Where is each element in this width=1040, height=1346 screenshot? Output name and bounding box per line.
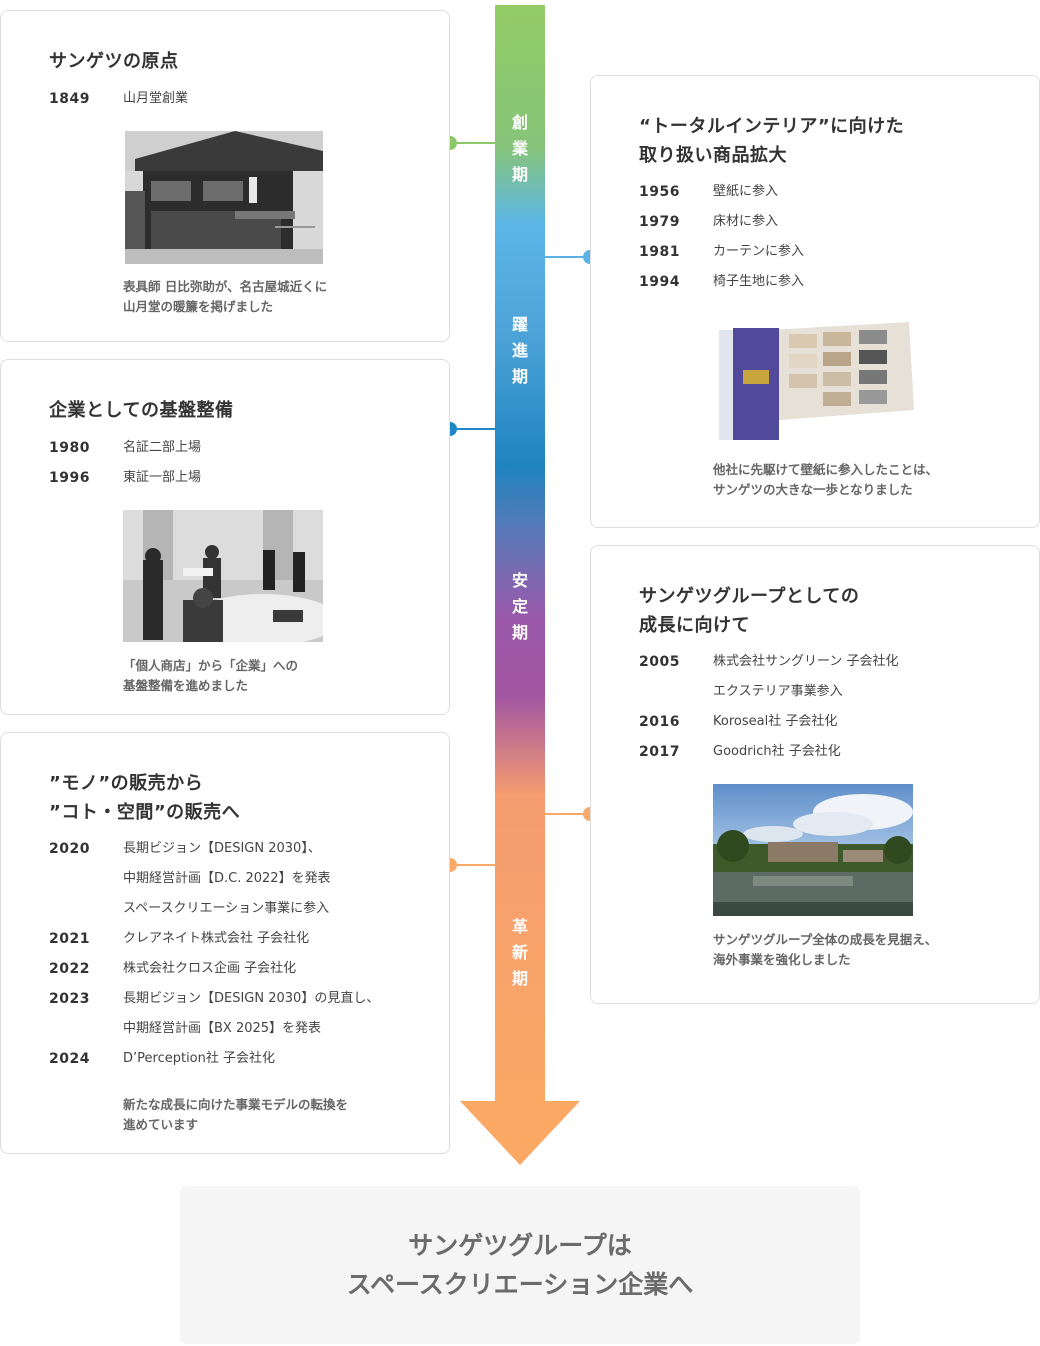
event-text: Goodrich社 子会社化 (713, 744, 841, 759)
conclusion-box: サンゲツグループは スペースクリエーション企業へ (180, 1186, 860, 1344)
event-text: 株式会社サングリーン 子会社化 (713, 654, 899, 669)
event-text: 山月堂創業 (123, 91, 189, 106)
card-caption: 新たな成長に向けた事業モデルの転換を 進めています (123, 1097, 349, 1132)
conclusion-text: サンゲツグループは スペースクリエーション企業へ (346, 1231, 694, 1299)
connector-origin (450, 142, 496, 144)
event-year: 2017 (639, 744, 680, 760)
card-title: ”モノ”の販売から ”コト・空間”の販売へ (49, 773, 241, 823)
event-text: 長期ビジョン【DESIGN 2030】、 (123, 841, 321, 856)
event-year: 1980 (49, 440, 90, 456)
card-caption: 表具師 日比弥助が、名古屋城近くに 山月堂の暖簾を掲げました (123, 279, 328, 314)
event-text: D’Perception社 子会社化 (123, 1051, 276, 1066)
event-text: 椅子生地に参入 (713, 274, 805, 289)
event-text: スペースクリエーション事業に参入 (123, 901, 330, 916)
event-text: 中期経営計画【BX 2025】を発表 (123, 1021, 322, 1036)
connector-space (450, 864, 496, 866)
card-origin: サンゲツの原点 1849 山月堂創業 表具師 日比弥助が、名古屋城近くに 山月堂… (0, 10, 450, 342)
period-label-innovation: 革新期 (511, 917, 528, 988)
event-text: エクステリア事業参入 (713, 684, 843, 699)
event-text: 名証二部上場 (123, 440, 202, 455)
listing-ceremony-photo (123, 510, 323, 642)
timeline-arrowhead (460, 1101, 580, 1165)
card-title: サンゲツの原点 (49, 51, 179, 72)
event-text: 壁紙に参入 (713, 184, 779, 199)
event-text: 中期経営計画【D.C. 2022】を発表 (123, 871, 331, 886)
wallpaper-sample-book-photo (719, 320, 917, 442)
event-text: カーテンに参入 (713, 244, 805, 259)
period-label-stability: 安定期 (511, 571, 528, 642)
card-title: “トータルインテリア”に向けた 取り扱い商品拡大 (639, 116, 905, 166)
event-text: 長期ビジョン【DESIGN 2030】の見直し、 (123, 991, 380, 1006)
event-year: 2021 (49, 931, 90, 947)
event-text: 床材に参入 (713, 214, 779, 229)
event-year: 2020 (49, 841, 90, 857)
card-caption: サンゲツグループ全体の成長を見据え、 海外事業を強化しました (713, 932, 938, 967)
connector-foundation (450, 428, 496, 430)
period-label-growth: 躍進期 (511, 315, 528, 386)
card-title: サンゲツグループとしての 成長に向けて (639, 586, 860, 636)
event-text: Koroseal社 子会社化 (713, 714, 838, 729)
card-caption: 「個人商店」から「企業」への 基盤整備を進めました (123, 658, 299, 693)
event-text: 株式会社クロス企画 子会社化 (123, 961, 297, 976)
event-year: 1979 (639, 214, 680, 230)
card-interior: “トータルインテリア”に向けた 取り扱い商品拡大 1956 壁紙に参入 1979… (590, 75, 1040, 528)
event-year: 2022 (49, 961, 90, 977)
event-year: 1981 (639, 244, 680, 260)
connector-interior (544, 256, 590, 258)
event-year: 2016 (639, 714, 680, 730)
event-year: 1996 (49, 470, 90, 486)
connector-group (544, 813, 590, 815)
timeline-bar (495, 5, 545, 1102)
event-year: 2024 (49, 1051, 90, 1067)
event-year: 1956 (639, 184, 680, 200)
event-year: 1849 (49, 91, 90, 107)
card-group: サンゲツグループとしての 成長に向けて 2005 株式会社サングリーン 子会社化… (590, 545, 1040, 1004)
card-foundation: 企業としての基盤整備 1980 名証二部上場 1996 東証一部上場 「個人商店… (0, 359, 450, 715)
card-space: ”モノ”の販売から ”コト・空間”の販売へ 2020 長期ビジョン【DESIGN… (0, 732, 450, 1154)
event-text: 東証一部上場 (123, 470, 202, 485)
old-shop-building-photo (125, 131, 323, 264)
period-label-founding: 創業期 (511, 113, 528, 184)
factory-by-lake-photo (713, 784, 913, 916)
card-caption: 他社に先駆けて壁紙に参入したことは、 サンゲツの大きな一歩となりました (713, 462, 939, 497)
card-title: 企業としての基盤整備 (49, 400, 234, 421)
event-year: 2005 (639, 654, 680, 670)
event-text: クレアネイト株式会社 子会社化 (123, 931, 310, 946)
event-year: 2023 (49, 991, 90, 1007)
event-year: 1994 (639, 274, 680, 290)
